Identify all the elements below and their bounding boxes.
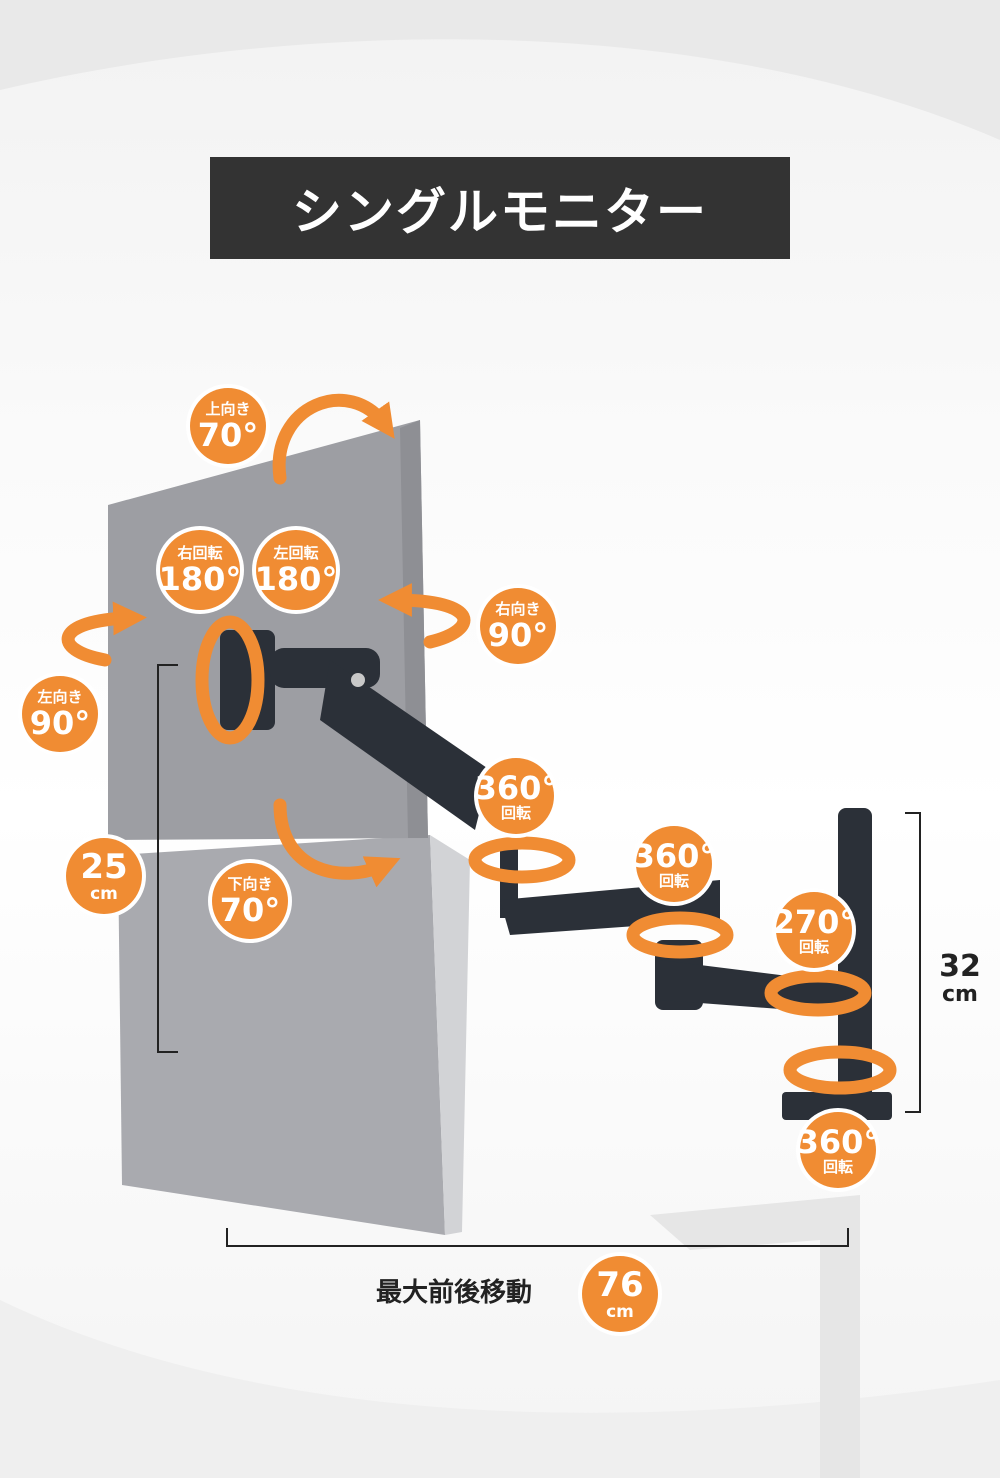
background-swoosh xyxy=(0,0,1000,140)
joint3-arrow xyxy=(764,969,872,1017)
rotate-arrow xyxy=(195,615,265,745)
badge-value: 76 xyxy=(596,1264,644,1305)
monitor-lower-side xyxy=(430,835,470,1235)
badge-value: 180° xyxy=(158,559,242,598)
badge-reach: 76 cm xyxy=(582,1256,658,1332)
joint1-arrow xyxy=(468,836,576,884)
joint2-arrow xyxy=(626,911,734,959)
badge-unit: cm xyxy=(90,883,118,904)
badge-value: 270° xyxy=(772,902,856,941)
pole-dimension-line xyxy=(905,812,921,1113)
height-dimension-line xyxy=(157,664,178,1053)
badge-value: 70° xyxy=(219,890,281,929)
badge-joint4: 360° 回転 xyxy=(797,1112,879,1188)
pole-height-value: 32 xyxy=(939,949,981,984)
reach-dimension-line xyxy=(226,1228,849,1247)
badge-unit: cm xyxy=(606,1301,634,1322)
badge-value: 90° xyxy=(29,703,91,742)
joint4-arrow xyxy=(783,1045,897,1095)
badge-tilt-up: 上向き 70° xyxy=(190,388,266,464)
badge-label: 回転 xyxy=(500,803,531,822)
tilt-up-arrow xyxy=(272,393,395,485)
badge-joint2: 360° 回転 xyxy=(633,826,715,902)
badge-swivel-right: 右向き 90° xyxy=(480,588,556,664)
desk-reflection xyxy=(650,1195,860,1478)
swivel-right-arrow xyxy=(378,583,471,649)
badge-label: 左回転 xyxy=(273,543,319,562)
swivel-left-arrow xyxy=(61,601,147,667)
monitor-lower xyxy=(118,835,445,1235)
reach-label: 最大前後移動 xyxy=(376,1278,533,1308)
badge-joint1: 360° 回転 xyxy=(475,758,557,834)
badge-rotate-left: 左回転 180° xyxy=(254,530,338,610)
badge-value: 360° xyxy=(474,768,558,807)
badge-joint3: 270° 回転 xyxy=(773,892,855,968)
pole-height-label: 32 cm xyxy=(930,952,990,1006)
badge-label: 上向き xyxy=(205,399,251,418)
badge-value: 90° xyxy=(487,615,549,654)
badge-label: 回転 xyxy=(798,937,829,956)
badge-swivel-left: 左向き 90° xyxy=(22,676,98,752)
badge-value: 360° xyxy=(632,836,716,875)
pole-height-unit: cm xyxy=(942,982,978,1007)
tilt-down-arrow xyxy=(273,798,401,888)
badge-label: 回転 xyxy=(658,871,689,890)
badge-label: 右回転 xyxy=(177,543,223,562)
badge-rotate-right: 右回転 180° xyxy=(158,530,242,610)
badge-value: 25 xyxy=(80,846,128,887)
badge-value: 180° xyxy=(254,559,338,598)
badge-label: 右向き xyxy=(495,599,541,618)
badge-label: 回転 xyxy=(822,1157,853,1176)
background-swoosh-bottom xyxy=(0,1300,1000,1478)
badge-value: 360° xyxy=(796,1122,880,1161)
badge-tilt-down: 下向き 70° xyxy=(212,863,288,939)
monitor-upper xyxy=(108,420,428,840)
badge-label: 左向き xyxy=(37,687,83,706)
title-banner: シングルモニター xyxy=(210,157,790,259)
badge-height: 25 cm xyxy=(66,838,142,914)
badge-label: 下向き xyxy=(227,874,273,893)
page-title: シングルモニター xyxy=(292,183,708,241)
badge-value: 70° xyxy=(197,415,259,454)
